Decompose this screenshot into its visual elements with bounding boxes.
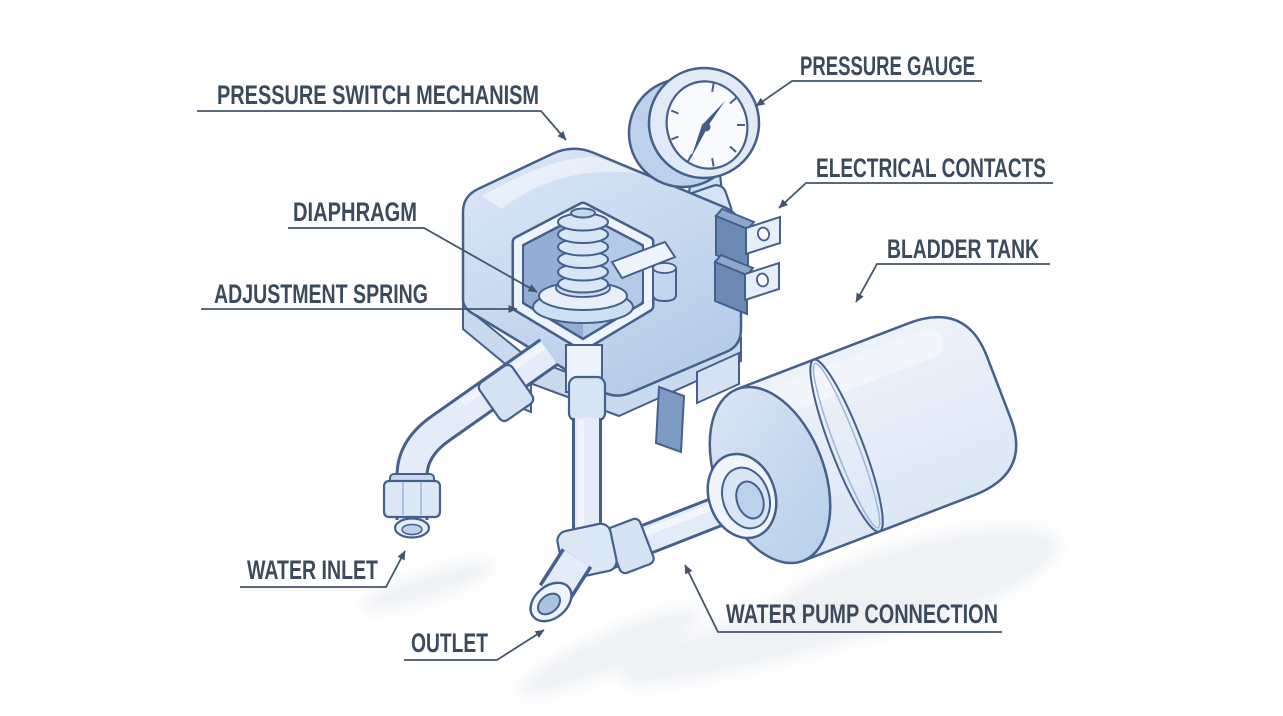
pressure-gauge-dial — [627, 66, 761, 189]
gauge-ticks — [670, 83, 745, 167]
contact-block-lower-top — [713, 253, 755, 277]
label-pressure-switch-mechanism: PRESSURE SWITCH MECHANISM — [217, 80, 539, 110]
leader-pressure-gauge — [755, 80, 982, 107]
electrical-contacts — [713, 207, 781, 316]
label-bladder-tank: BLADDER TANK — [887, 234, 1039, 264]
switch-lever — [610, 240, 677, 280]
water-inlet-pipe — [382, 338, 559, 539]
contact-hole-upper — [757, 226, 770, 242]
contact-block-upper-top — [714, 207, 756, 231]
terminal-blade-tab — [654, 385, 686, 454]
leader-electrical-contacts — [778, 182, 1053, 209]
label-pressure-gauge: PRESSURE GAUGE — [800, 51, 975, 81]
outlet-shadow — [518, 607, 702, 697]
ground-shadows — [361, 526, 1060, 697]
leader-diaphragm — [288, 227, 538, 293]
leader-outlet — [404, 629, 545, 661]
outlet-bore — [536, 592, 562, 616]
gauge-hub — [701, 122, 711, 132]
leader-water-inlet — [240, 550, 406, 588]
inlet-shadow — [361, 560, 495, 612]
spring-cap — [570, 207, 596, 219]
leader-pressure-switch-mechanism — [197, 110, 567, 141]
drop-pipe — [556, 375, 618, 580]
inlet-hex-nut — [382, 479, 442, 519]
inlet-union-coupling — [477, 363, 535, 423]
adjustment-spring — [557, 207, 609, 294]
lever-pin — [652, 267, 677, 303]
label-water-pump-connection: WATER PUMP CONNECTION — [726, 599, 998, 629]
tank-highlight — [768, 328, 944, 415]
callout-labels: PRESSURE SWITCH MECHANISM PRESSURE GAUGE… — [214, 51, 1046, 658]
tank-seam-inner — [812, 362, 881, 529]
switch-base-plate — [462, 302, 742, 418]
pipe-shadow — [617, 558, 1023, 686]
label-water-inlet: WATER INLET — [247, 555, 378, 585]
lever-pin-top — [652, 262, 677, 274]
tank-nozzle — [706, 452, 778, 540]
label-electrical-contacts: ELECTRICAL CONTACTS — [816, 153, 1046, 183]
label-outlet: OUTLET — [411, 628, 488, 658]
leader-water-pump-connection — [684, 564, 1002, 633]
outlet-pipe — [529, 548, 593, 623]
nozzle-hub — [735, 480, 765, 520]
drop-pipe-sleeve — [567, 375, 607, 423]
inlet-open-end-bore — [401, 523, 423, 536]
tank-seam — [809, 358, 884, 533]
callout-leaders — [197, 80, 1053, 661]
base-foot-right — [696, 351, 740, 405]
label-diaphragm: DIAPHRAGM — [293, 197, 417, 227]
contact-hole-lower — [756, 272, 769, 288]
leader-bladder-tank — [855, 263, 1050, 303]
pressure-switch — [461, 66, 781, 454]
label-adjustment-spring: ADJUSTMENT SPRING — [214, 279, 428, 309]
housing-sheen — [482, 157, 636, 209]
